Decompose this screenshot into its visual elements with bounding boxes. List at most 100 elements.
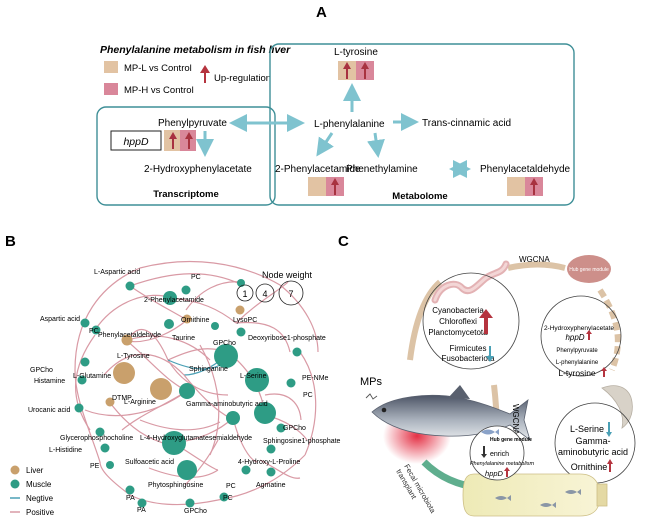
label-aspartic-acid: Aspartic acid	[40, 316, 80, 323]
legend-muscle: Muscle	[26, 480, 52, 489]
node-phenylacetaldehyde: Phenylacetaldehyde	[480, 164, 571, 175]
node-weight-1: 1	[242, 289, 247, 299]
label-4-hydroxy-l-proline: 4-Hydroxy-L-Proline	[238, 459, 300, 466]
edge	[279, 284, 319, 353]
small-fish-icon-2	[540, 502, 556, 508]
edge	[129, 285, 188, 321]
tyrosine-up-arrow-icon-2	[361, 62, 369, 79]
edge	[127, 329, 169, 361]
network-node	[235, 305, 245, 315]
transcriptome-box	[96, 106, 276, 206]
bottle-pathway: Phenylalanine metabolism	[470, 461, 535, 467]
hub-gene-blob-label: Hub gene module	[569, 267, 609, 273]
label-pc-3: PC	[303, 392, 313, 399]
edge	[129, 494, 219, 506]
hub-2-hydroxyphenylacetate: 2-Hydroxyphenylacetate	[544, 325, 614, 332]
label-ornithine: Ornithine	[181, 317, 210, 324]
label-lysopc: LysoPC	[233, 317, 257, 324]
edge	[126, 319, 188, 343]
edge	[235, 281, 289, 324]
node-l-phenylalanine: L-phenylalanine	[314, 119, 385, 130]
network-labels: L-Aspartic acid PC 2-Phenylacetamide Asp…	[28, 269, 341, 515]
label-dtmp: DTMP	[112, 395, 132, 402]
node-phenylpyruvate: Phenylpyruvate	[158, 118, 227, 129]
edge	[169, 297, 237, 324]
bottle-cap	[596, 483, 608, 507]
bacteria-planctomycetota: Planctomycetota	[428, 328, 488, 337]
wgcna-side-label: WGCNA	[511, 404, 520, 435]
edge	[235, 321, 291, 353]
outcome-gamma: Gamma-	[575, 436, 610, 446]
network-node	[80, 318, 90, 328]
node-weight-circle-4	[255, 283, 275, 303]
microplastic-icon	[365, 393, 378, 400]
network-node	[106, 461, 114, 469]
label-phytosphingosine: Phytosphingosine	[148, 482, 203, 489]
label-pe-nme: PE-NMe	[302, 375, 329, 382]
network-node	[137, 498, 147, 508]
gut-illustration	[431, 260, 510, 304]
bacteria-down-arrow-icon	[486, 346, 494, 362]
network-node	[179, 383, 195, 399]
hub-gene-blob	[567, 255, 611, 283]
label-gamma-aminobutyric-acid: Gamma-aminobutyric acid	[186, 401, 268, 408]
hppd-up-arrow-icon	[169, 132, 177, 149]
metabolome-title: Metabolome	[392, 191, 447, 202]
network-node	[182, 314, 192, 324]
bottle-hub-title: Hub gene module	[490, 437, 532, 443]
legend-label-mph: MP-H vs Control	[124, 85, 194, 96]
mps-label: MPs	[360, 376, 383, 388]
hub-hppd: hppD	[565, 333, 584, 342]
label-pc: PC	[191, 274, 201, 281]
network-legend: Liver Muscle Negtive Positive	[10, 465, 55, 517]
label-gpcho-3: GPCho	[283, 425, 306, 432]
fish-tank-bottle	[462, 473, 601, 517]
label-l-tyrosine: L-Tyrosine	[117, 353, 150, 360]
bottle-enrich: enrich	[490, 451, 509, 458]
network-node	[214, 344, 238, 368]
phenylacetaldehyde-up-arrow-icon	[530, 178, 538, 195]
edge	[185, 281, 242, 311]
outcome-ornithine-up-arrow-icon	[607, 459, 613, 472]
network-node	[100, 443, 110, 453]
edge	[127, 335, 211, 361]
label-pa-2: PA	[137, 507, 146, 514]
network-node	[226, 411, 240, 425]
node-weight-circle-7	[278, 280, 304, 306]
network-node	[164, 319, 174, 329]
edge	[74, 267, 141, 371]
hppd-box	[110, 130, 162, 151]
transcriptome-title: Transcriptome	[153, 189, 218, 200]
outcome-serine-down-arrow-icon	[606, 422, 612, 437]
node-weight-circle-1	[236, 284, 254, 302]
label-sphingosine1-phosphate: Sphingosine1-phosphate	[263, 438, 341, 445]
network-node	[163, 291, 177, 305]
network-node	[80, 357, 90, 367]
flow-arrow-hub-dashed	[597, 288, 621, 372]
node-2-hydroxyphenylacetate: 2-Hydroxyphenylacetate	[144, 164, 252, 175]
network-node	[95, 427, 105, 437]
network-node	[219, 492, 229, 502]
network-node	[254, 402, 276, 424]
hub-l-phenylalanine: L-phenylalanine	[556, 360, 599, 366]
network-node	[177, 460, 197, 480]
hub-phenylpyruvate: Phenylpyruvate	[556, 348, 598, 354]
hub-tyrosine-up-arrow-icon	[601, 367, 607, 377]
wgcna-top-label: WGCNA	[519, 255, 550, 264]
edge	[264, 393, 302, 421]
label-sulfoacetic-acid: Sulfoacetic acid	[125, 459, 174, 466]
label-l-aspartic-acid: L-Aspartic acid	[94, 269, 140, 276]
phenylacetamide-swatch-mpl	[308, 177, 326, 196]
edge	[129, 273, 241, 287]
legend-liver: Liver	[26, 466, 44, 475]
network-node	[266, 444, 276, 454]
edge	[139, 419, 221, 431]
bottle-info-circle	[469, 425, 525, 481]
flow-arrow-wgcna	[507, 261, 566, 271]
edge	[74, 369, 101, 463]
network-node	[77, 375, 87, 385]
bottle-enrich-down-arrow-icon	[481, 446, 487, 458]
label-pe: PE	[90, 463, 100, 470]
legend-negative: Negtive	[26, 494, 54, 503]
